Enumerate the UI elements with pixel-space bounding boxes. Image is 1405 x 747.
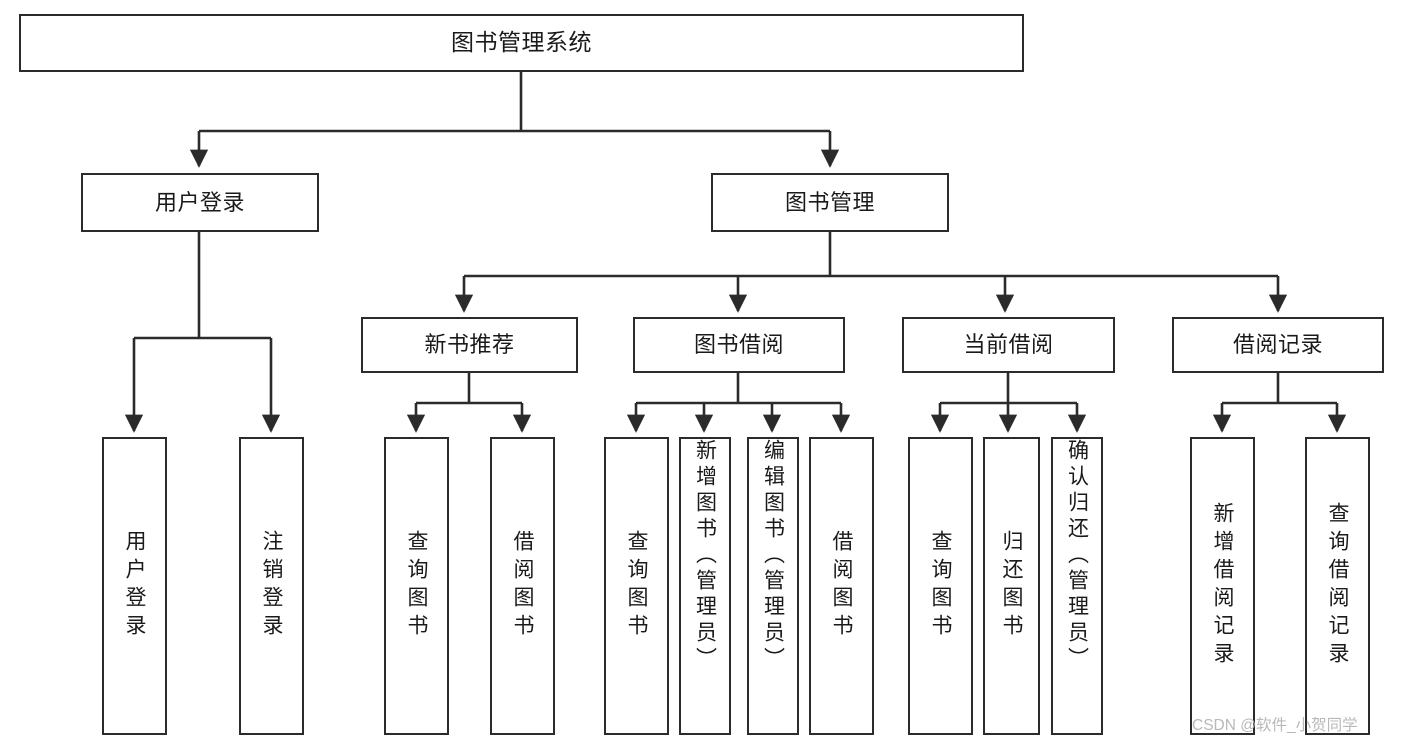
node-leaf-edit-book[interactable]: 编辑图书（管理员） bbox=[747, 437, 799, 735]
node-book-manage-label: 图书管理 bbox=[784, 189, 875, 215]
node-leaf-add-record[interactable]: 新增借阅记录 bbox=[1190, 437, 1255, 735]
node-user-login[interactable]: 用户登录 bbox=[81, 173, 319, 232]
node-leaf-confirm-return[interactable]: 确认归还（管理员） bbox=[1051, 437, 1103, 735]
node-leaf-query-book-a[interactable]: 查询图书 bbox=[384, 437, 449, 735]
node-leaf-query-book-b-label: 查询图书 bbox=[625, 530, 648, 642]
node-book-borrow-label: 图书借阅 bbox=[693, 332, 784, 358]
node-leaf-borrow-book-b-label: 借阅图书 bbox=[830, 530, 853, 642]
node-leaf-query-record[interactable]: 查询借阅记录 bbox=[1305, 437, 1370, 735]
node-leaf-logout-label: 注销登录 bbox=[260, 530, 283, 642]
node-leaf-user-login[interactable]: 用户登录 bbox=[102, 437, 167, 735]
node-leaf-query-book-a-label: 查询图书 bbox=[405, 530, 428, 642]
node-leaf-query-book-c[interactable]: 查询图书 bbox=[908, 437, 973, 735]
node-leaf-logout[interactable]: 注销登录 bbox=[239, 437, 304, 735]
node-leaf-return-book[interactable]: 归还图书 bbox=[983, 437, 1040, 735]
node-book-manage[interactable]: 图书管理 bbox=[711, 173, 949, 232]
node-leaf-return-book-label: 归还图书 bbox=[1000, 530, 1023, 642]
node-leaf-borrow-book-a-label: 借阅图书 bbox=[511, 530, 534, 642]
node-new-book-rec-label: 新书推荐 bbox=[424, 332, 515, 358]
node-borrow-record-label: 借阅记录 bbox=[1232, 332, 1323, 358]
node-leaf-confirm-return-label: 确认归还（管理员） bbox=[1065, 439, 1089, 673]
node-current-borrow[interactable]: 当前借阅 bbox=[902, 317, 1115, 373]
node-root[interactable]: 图书管理系统 bbox=[19, 14, 1024, 72]
csdn-watermark: CSDN @软件_小贺同学 bbox=[1192, 717, 1358, 734]
node-leaf-query-record-label: 查询借阅记录 bbox=[1326, 502, 1349, 670]
node-user-login-label: 用户登录 bbox=[154, 189, 245, 215]
node-root-label: 图书管理系统 bbox=[451, 29, 592, 56]
node-leaf-borrow-book-b[interactable]: 借阅图书 bbox=[809, 437, 874, 735]
node-leaf-query-book-b[interactable]: 查询图书 bbox=[604, 437, 669, 735]
node-borrow-record[interactable]: 借阅记录 bbox=[1172, 317, 1384, 373]
node-leaf-add-book-label: 新增图书（管理员） bbox=[693, 439, 717, 673]
node-leaf-add-record-label: 新增借阅记录 bbox=[1211, 502, 1234, 670]
node-book-borrow[interactable]: 图书借阅 bbox=[633, 317, 845, 373]
node-new-book-rec[interactable]: 新书推荐 bbox=[361, 317, 578, 373]
node-leaf-user-login-label: 用户登录 bbox=[123, 530, 146, 642]
node-current-borrow-label: 当前借阅 bbox=[963, 332, 1054, 358]
node-leaf-borrow-book-a[interactable]: 借阅图书 bbox=[490, 437, 555, 735]
node-leaf-add-book[interactable]: 新增图书（管理员） bbox=[679, 437, 731, 735]
node-leaf-query-book-c-label: 查询图书 bbox=[929, 530, 952, 642]
node-leaf-edit-book-label: 编辑图书（管理员） bbox=[761, 439, 785, 673]
